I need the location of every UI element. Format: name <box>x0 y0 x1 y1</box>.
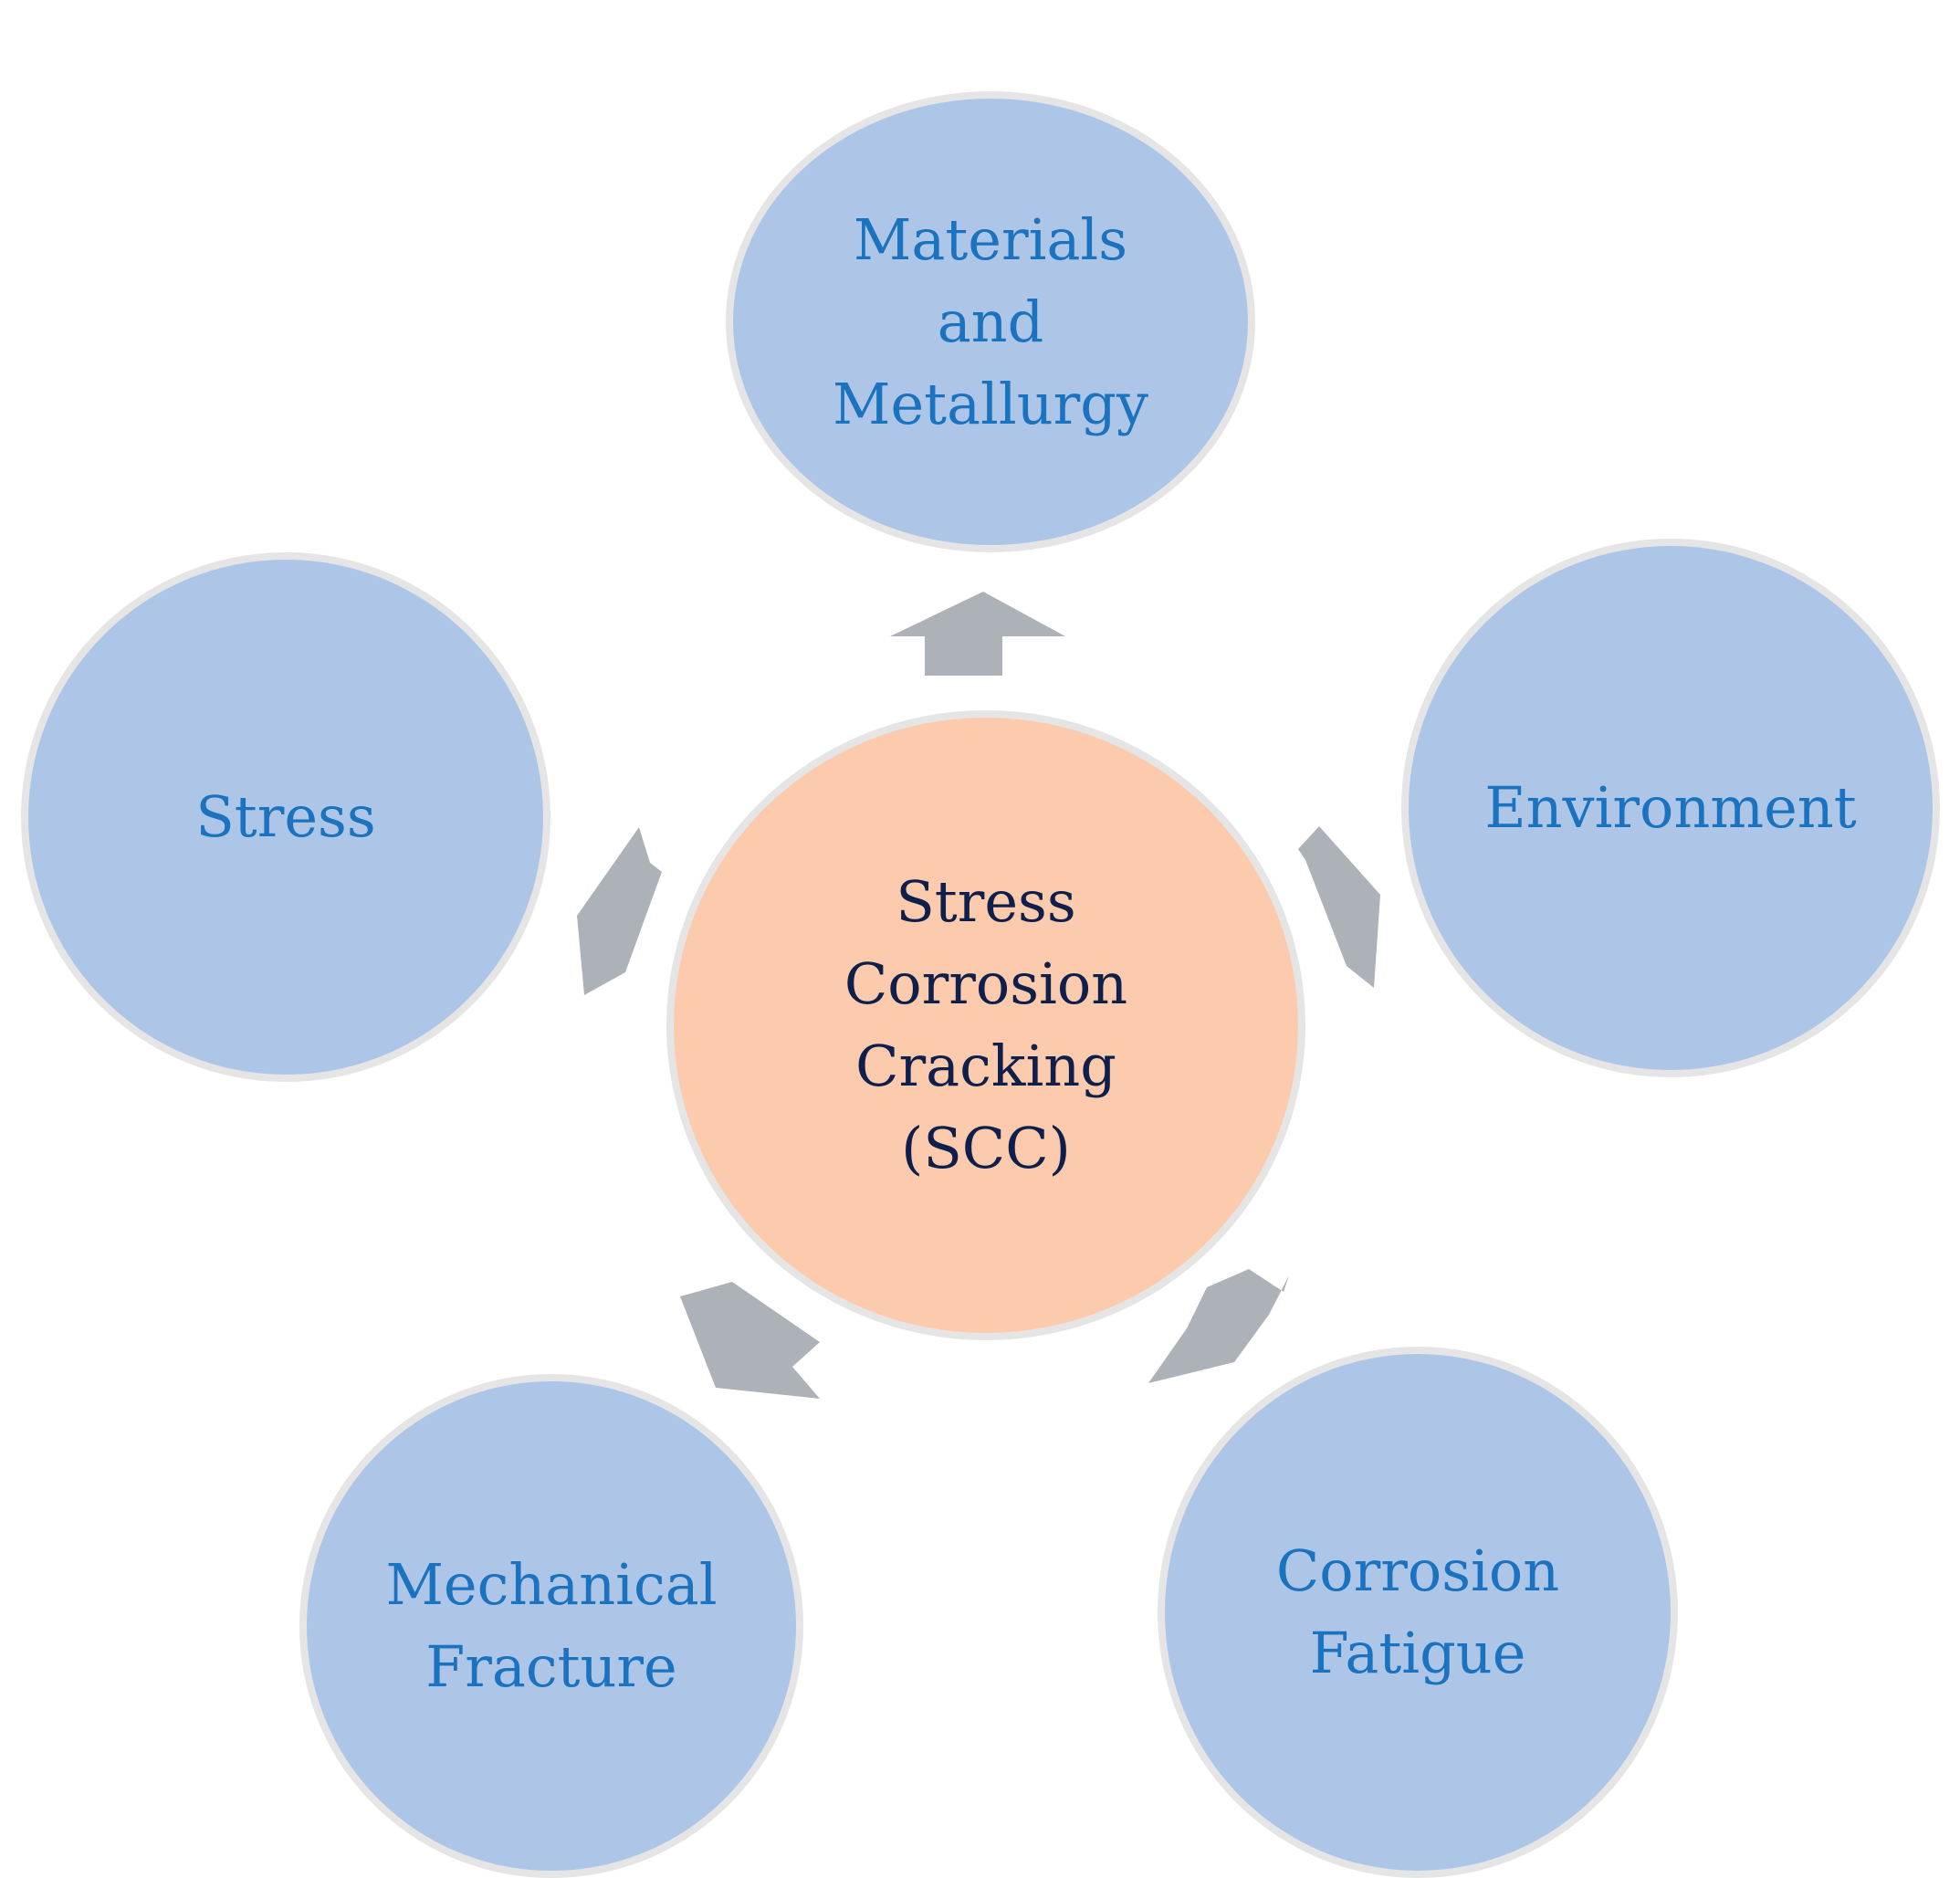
corrosion-fatigue-node: Corrosion Fatigue <box>1158 1347 1678 1878</box>
environment-label: Environment <box>1484 774 1857 841</box>
arrow-to-environment <box>1298 826 1380 988</box>
arrow-to-corrosion-fatigue <box>1148 1269 1289 1383</box>
corrosion-fatigue-label: Corrosion Fatigue <box>1275 1537 1560 1686</box>
arrow-to-materials <box>890 592 1065 676</box>
arrow-to-mechanical-fracture <box>680 1282 820 1399</box>
environment-node: Environment <box>1401 539 1940 1077</box>
stress-label: Stress <box>195 783 376 850</box>
materials-label: Materials and Metallurgy <box>833 205 1148 437</box>
arrow-to-stress <box>577 827 662 995</box>
materials-node: Materials and Metallurgy <box>726 91 1255 552</box>
scc-center-label: Stress Corrosion Cracking (SCC) <box>844 868 1128 1181</box>
scc-center-node: Stress Corrosion Cracking (SCC) <box>666 710 1305 1340</box>
mechanical-fracture-label: Mechanical Fracture <box>385 1551 718 1700</box>
stress-node: Stress <box>21 552 550 1082</box>
mechanical-fracture-node: Mechanical Fracture <box>299 1374 803 1878</box>
